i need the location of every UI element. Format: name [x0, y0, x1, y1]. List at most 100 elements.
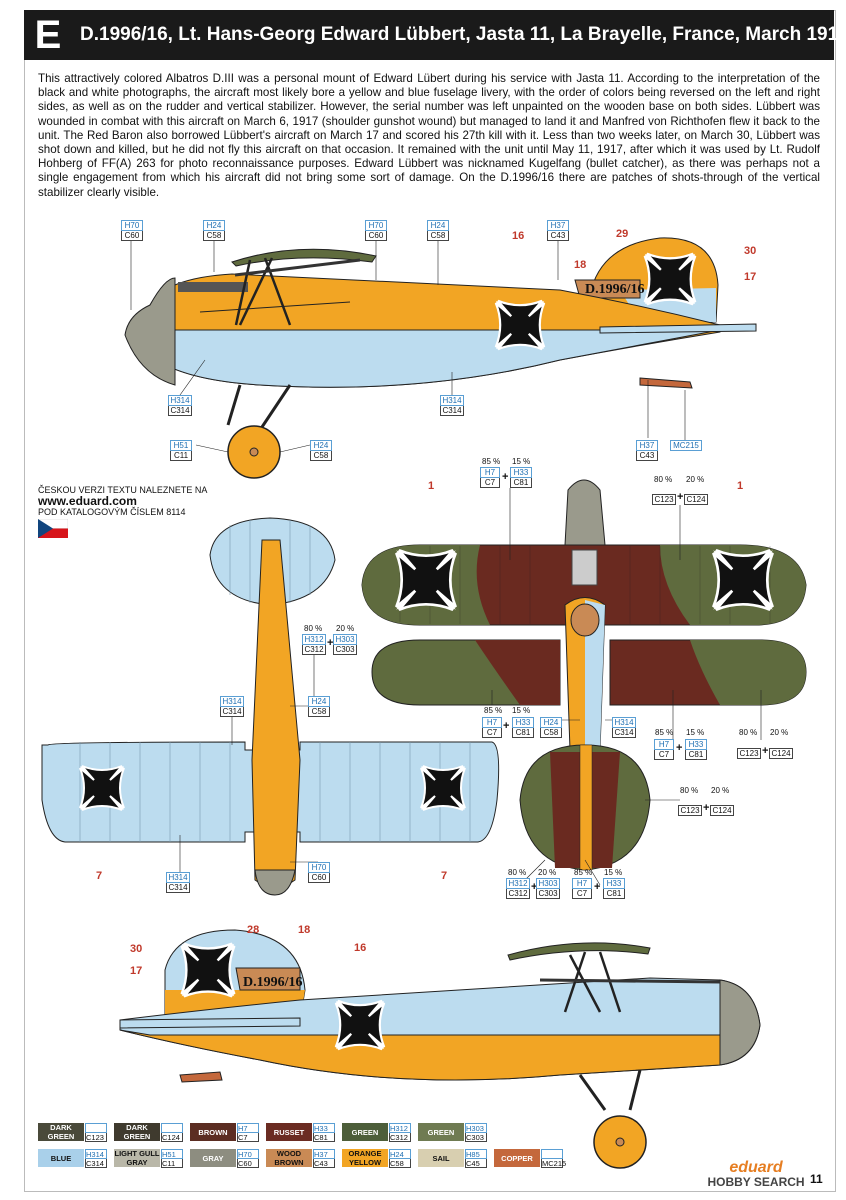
- callout-mix-dg-a: C123: [652, 494, 676, 505]
- pct-15b: 15 %: [512, 706, 531, 715]
- pct-85a: 85 %: [482, 457, 501, 466]
- legend-color-box: COPPER: [494, 1149, 540, 1167]
- decal-number: 1: [428, 480, 435, 492]
- legend-codes: MC215: [541, 1149, 566, 1168]
- decal-number: 17: [130, 965, 143, 977]
- legend-color-box: BROWN: [190, 1123, 236, 1141]
- profile-title: D.1996/16, Lt. Hans-Georg Edward Lübbert…: [80, 24, 846, 45]
- profile-letter: E: [24, 10, 72, 60]
- legend-color-box: WOOD BROWN: [266, 1149, 312, 1167]
- eduard-logo: eduard: [729, 1159, 783, 1176]
- pct-15c: 15 %: [686, 728, 705, 737]
- pct-20c: 20 %: [770, 728, 789, 737]
- pct-85c: 85 %: [655, 728, 674, 737]
- legend-color-box: GREEN: [418, 1123, 464, 1141]
- decal-number: 1: [737, 480, 744, 492]
- legend-color-box: GREEN: [342, 1123, 388, 1141]
- legend-color-box: GRAY: [190, 1149, 236, 1167]
- czech-line1: ČESKOU VERZI TEXTU NALEZNETE NA: [38, 485, 208, 495]
- side-view-right: D.1996/16: [124, 237, 757, 479]
- legend-codes: C123: [85, 1123, 107, 1142]
- side-view-left: D.1996/16: [119, 929, 761, 1169]
- pct-80b: 80 %: [304, 624, 323, 633]
- callout-mix-dg-c: C123: [737, 748, 761, 759]
- decal-number: 30: [130, 943, 143, 955]
- legend-color-box: DARK GREEN: [114, 1123, 160, 1141]
- decal-number: 7: [96, 870, 103, 882]
- legend-color-box: ORANGE YELLOW: [342, 1149, 388, 1167]
- decal-number: 28: [247, 924, 260, 936]
- pct-15a: 15 %: [512, 457, 531, 466]
- czech-line2: POD KATALOGOVÝM ČÍSLEM 8114: [38, 507, 186, 517]
- pct-80c: 80 %: [739, 728, 758, 737]
- legend-color-box: RUSSET: [266, 1123, 312, 1141]
- callout-mix-dg-b: C124: [684, 494, 708, 505]
- pct-80a: 80 %: [654, 475, 673, 484]
- decal-number: 29: [616, 228, 629, 240]
- decal-number: 16: [512, 230, 525, 242]
- hobby-search-logo: HOBBY SEARCH: [707, 1175, 805, 1189]
- profile-header: E D.1996/16, Lt. Hans-Georg Edward Lübbe…: [24, 10, 846, 60]
- legend-color-box: SAIL: [418, 1149, 464, 1167]
- legend-codes: C124: [161, 1123, 183, 1142]
- decal-number: 17: [744, 271, 757, 283]
- legend-color-box: BLUE: [38, 1149, 84, 1167]
- czech-notice: ČESKOU VERZI TEXTU NALEZNETE NA www.edua…: [38, 485, 258, 518]
- pct-15d: 15 %: [604, 868, 623, 877]
- decal-number: 7: [441, 870, 448, 882]
- pct-20e: 20 %: [538, 868, 557, 877]
- czech-url[interactable]: www.eduard.com: [38, 494, 137, 508]
- top-view-upper: [361, 479, 807, 871]
- legend-color-box: LIGHT GULL GRAY: [114, 1149, 160, 1167]
- czech-flag-icon: [38, 519, 68, 538]
- pct-20d: 20 %: [711, 786, 730, 795]
- callout-skid-copper: MC215: [670, 440, 702, 451]
- pct-85b: 85 %: [484, 706, 503, 715]
- decal-number: 18: [298, 924, 311, 936]
- decal-number: 30: [744, 245, 757, 257]
- pct-20b: 20 %: [336, 624, 355, 633]
- pct-80e: 80 %: [508, 868, 527, 877]
- callout-mix-dg-f: C124: [710, 805, 734, 816]
